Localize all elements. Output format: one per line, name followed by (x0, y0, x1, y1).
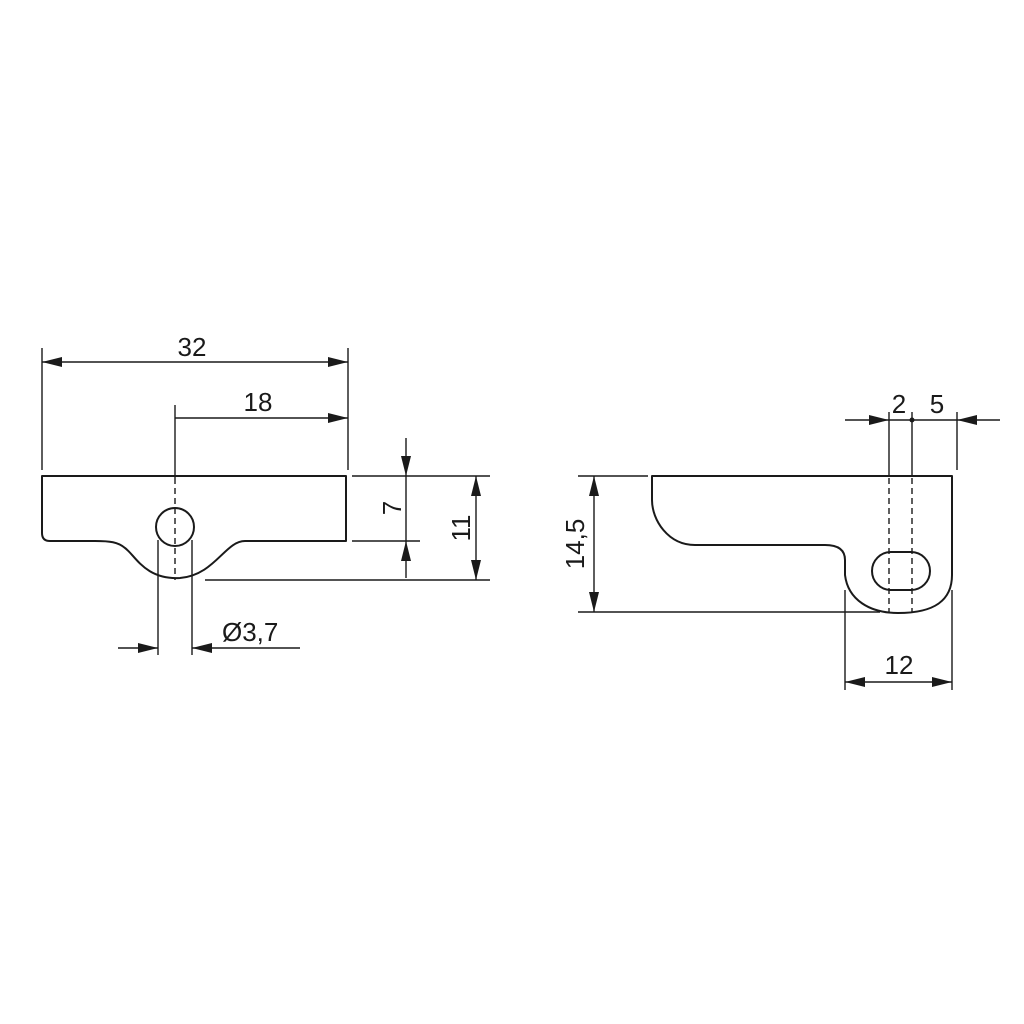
dim-slot-dot (909, 417, 915, 423)
side-view-slot (871, 551, 931, 591)
dim-hole-diameter: Ø3,7 (222, 617, 278, 647)
side-view: 2 5 14,5 12 (560, 389, 1000, 690)
dim-slot-width: 2 (892, 389, 906, 419)
side-view-outline (651, 475, 953, 614)
dim-total-height: 11 (446, 515, 476, 542)
dim-slot-offset: 5 (930, 389, 944, 419)
dim-body-height: 7 (377, 501, 407, 515)
front-view-outline (41, 475, 347, 580)
dim-side-total-height: 14,5 (560, 519, 590, 570)
dim-overall-length: 32 (178, 332, 207, 362)
front-view: 32 18 7 11 Ø3,7 (41, 332, 490, 655)
dim-foot-width: 12 (885, 650, 914, 680)
dim-hole-offset: 18 (244, 387, 273, 417)
